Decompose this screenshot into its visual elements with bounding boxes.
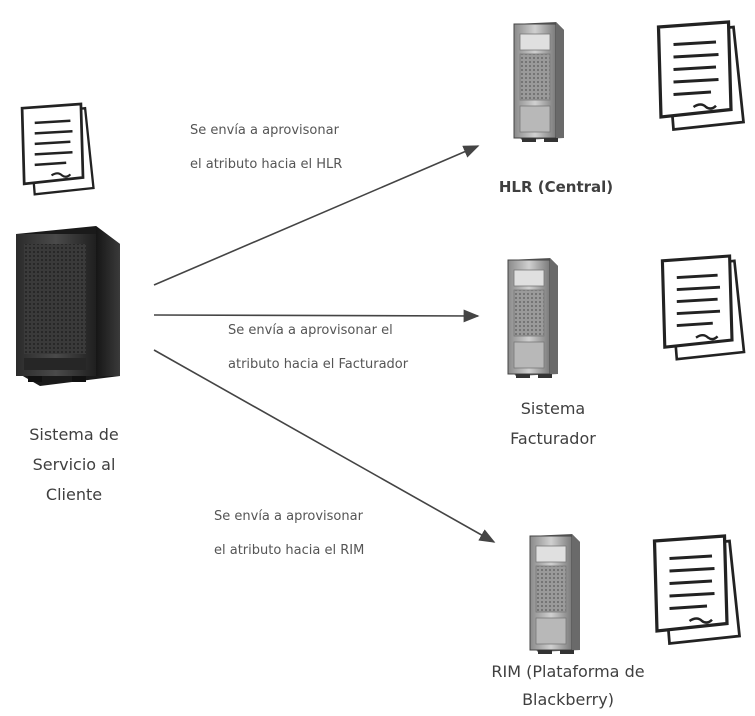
client-node-label: Sistema de Servicio al Cliente [14,420,134,510]
rim-server-icon [529,533,581,655]
billing-document-icon [660,254,746,361]
client-label-line1: Sistema de [29,425,119,444]
hlr-server-icon [513,21,565,143]
hlr-node-label: HLR (Central) [466,172,646,202]
billing-node-label: Sistema Facturador [488,394,618,454]
billing-label-line2: Facturador [510,429,596,448]
arrow-to-rim [153,349,496,543]
hlr-document-icon [656,20,746,132]
edge-label-to-billing-line2: atributo hacia el Facturador [228,357,409,372]
client-document-icon [20,102,95,196]
billing-server-icon [507,257,559,379]
client-label-line2: Servicio al [32,455,116,474]
edge-label-to-rim-line2: el atributo hacia el RIM [214,543,365,558]
edge-label-to-hlr: Se envía a aprovisonar el atributo hacia… [190,114,342,182]
edge-label-to-billing-line1: Se envía a aprovisonar el [228,323,393,338]
client-label-line3: Cliente [45,485,103,504]
rim-label-line2: Blackberry) [522,690,614,709]
edge-label-to-rim: Se envía a aprovisonar el atributo hacia… [214,500,364,568]
rim-label-line1: RIM (Plataforma de [491,662,645,681]
arrow-to-hlr [153,145,480,286]
billing-label-line1: Sistema [520,399,586,418]
edge-label-to-hlr-line1: Se envía a aprovisonar [190,123,339,138]
client-server-icon [16,226,120,386]
rim-node-label: RIM (Plataforma de Blackberry) [458,658,678,714]
arrow-to-billing [153,309,480,323]
edge-label-to-rim-line1: Se envía a aprovisonar [214,509,363,524]
hlr-label: HLR (Central) [498,178,614,196]
edge-label-to-billing: Se envía a aprovisonar el atributo hacia… [228,314,408,382]
edge-label-to-hlr-line2: el atributo hacia el HLR [190,157,343,172]
rim-document-icon [652,534,742,646]
